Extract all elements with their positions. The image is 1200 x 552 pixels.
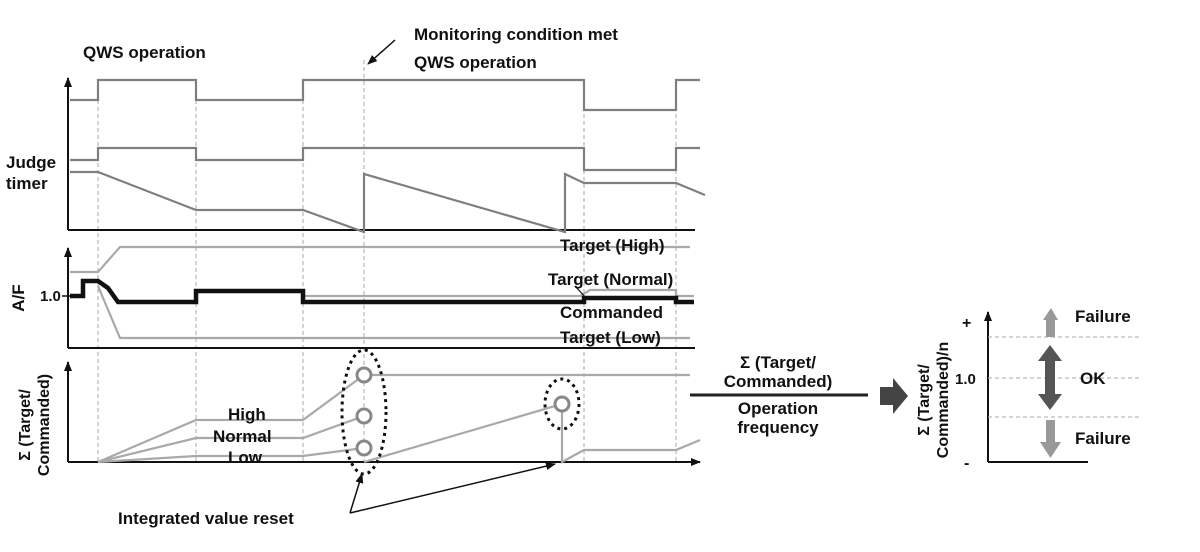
panel-integral <box>64 348 701 476</box>
label-formula-den-2: frequency <box>737 418 819 437</box>
integral-low-line <box>97 446 365 464</box>
label-judge-axis-2: Commanded)/n <box>935 342 952 458</box>
panel-af <box>62 245 695 349</box>
monitoring-arrow <box>367 39 396 65</box>
label-af-axis: A/F <box>9 284 28 311</box>
target-high-line <box>70 245 690 274</box>
label-monitoring: Monitoring condition met <box>414 25 618 44</box>
label-low: Low <box>228 448 263 467</box>
qws-signal-line <box>70 78 700 112</box>
target-low-line <box>96 285 690 340</box>
integral-high-line <box>97 373 690 464</box>
label-formula-num-1: Σ (Target/ <box>740 353 816 372</box>
ok-double-arrow <box>1038 345 1062 410</box>
label-failure-top: Failure <box>1075 307 1131 326</box>
label-sigma-axis-1: Σ (Target/ <box>17 389 34 461</box>
label-ok: OK <box>1080 369 1106 388</box>
reset-arrow-1 <box>349 473 364 514</box>
label-target-normal: Target (Normal) <box>548 270 673 289</box>
reset-arrow-2 <box>349 462 556 514</box>
judge-timer-line <box>70 170 706 234</box>
label-sigma-axis-2: Commanded) <box>36 374 53 476</box>
label-high: High <box>228 405 266 424</box>
target-normal-line <box>303 288 694 298</box>
event-lines <box>97 60 677 462</box>
integral-second-line <box>363 402 701 464</box>
label-judge-tick: 1.0 <box>955 371 976 388</box>
panel-qws-timer <box>64 77 706 234</box>
marker-second <box>553 395 571 413</box>
label-formula-den-1: Operation <box>738 399 818 418</box>
label-judge-minus: - <box>964 455 969 472</box>
label-judge: Judge <box>6 153 56 172</box>
marker-high <box>355 366 373 384</box>
reset-ellipse-2 <box>543 377 581 431</box>
label-af-tick: 1.0 <box>40 288 61 305</box>
condition-signal-line <box>70 146 700 172</box>
reset-ellipse-1 <box>340 348 388 476</box>
failure-up-arrow <box>1043 308 1058 337</box>
integral-normal-line <box>97 414 365 464</box>
label-target-low: Target (Low) <box>560 328 661 347</box>
marker-low <box>355 439 373 457</box>
label-commanded: Commanded <box>560 303 663 322</box>
label-qws-top: QWS operation <box>83 43 206 62</box>
label-target-high: Target (High) <box>560 236 665 255</box>
result-arrow <box>880 378 908 414</box>
label-failure-bottom: Failure <box>1075 429 1131 448</box>
marker-normal <box>355 407 373 425</box>
label-normal: Normal <box>213 427 272 446</box>
label-integrated-reset: Integrated value reset <box>118 509 294 528</box>
label-judge-plus: + <box>962 315 971 332</box>
label-formula-num-2: Commanded) <box>724 372 833 391</box>
commanded-line <box>70 278 694 305</box>
label-judge-axis-1: Σ (Target/ <box>916 364 933 436</box>
panel-judgment <box>984 308 1140 463</box>
failure-down-arrow <box>1040 420 1061 458</box>
label-timer: timer <box>6 174 48 193</box>
label-qws-mid: QWS operation <box>414 53 537 72</box>
